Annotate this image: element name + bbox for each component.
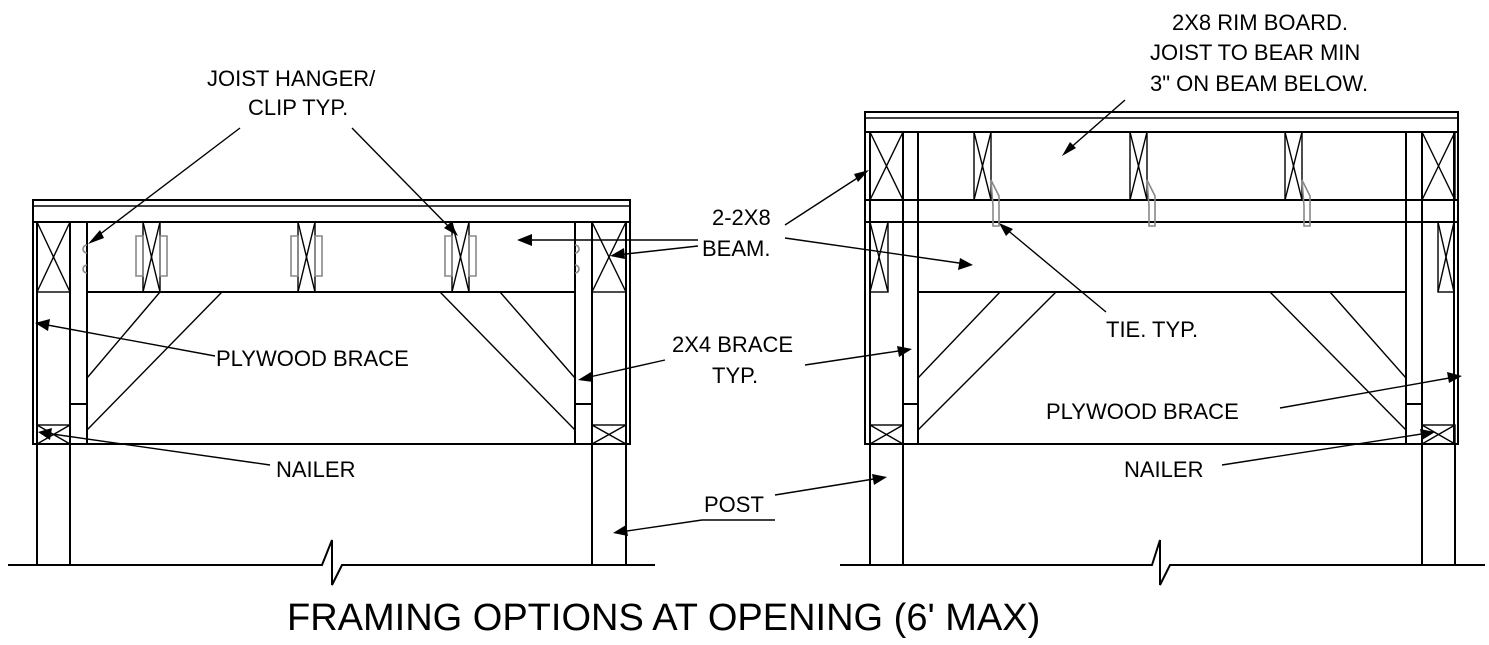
label-beam-1: 2-2X8	[712, 205, 771, 230]
diagram-title: FRAMING OPTIONS AT OPENING (6' MAX)	[287, 597, 1040, 639]
ground-line-right	[840, 539, 1485, 586]
label-nailer-left: NAILER	[276, 457, 355, 482]
label-rim-board-1: 2X8 RIM BOARD.	[1172, 10, 1348, 35]
label-plywood-brace-left: PLYWOOD BRACE	[216, 346, 409, 371]
label-post: POST	[704, 492, 764, 517]
label-rim-board-3: 3" ON BEAM BELOW.	[1150, 71, 1368, 96]
label-nailer-right: NAILER	[1124, 457, 1203, 482]
ground-line-left	[8, 539, 655, 586]
left-joist-1	[135, 221, 168, 293]
left-joist-2	[290, 221, 323, 293]
label-brace-1: 2X4 BRACE	[672, 332, 793, 357]
left-joist-3	[444, 221, 477, 293]
leader-lines	[35, 99, 1462, 536]
label-brace-2: TYP.	[712, 363, 758, 388]
label-rim-board-2: JOIST TO BEAR MIN	[1150, 40, 1360, 65]
label-beam-2: BEAM.	[702, 236, 770, 261]
right-frame	[864, 111, 1459, 565]
left-frame	[32, 199, 631, 565]
label-joist-hanger-1: JOIST HANGER/	[207, 66, 376, 91]
label-joist-hanger-2: CLIP TYP.	[248, 95, 348, 120]
label-tie: TIE. TYP.	[1106, 317, 1198, 342]
label-plywood-brace-right: PLYWOOD BRACE	[1046, 399, 1239, 424]
